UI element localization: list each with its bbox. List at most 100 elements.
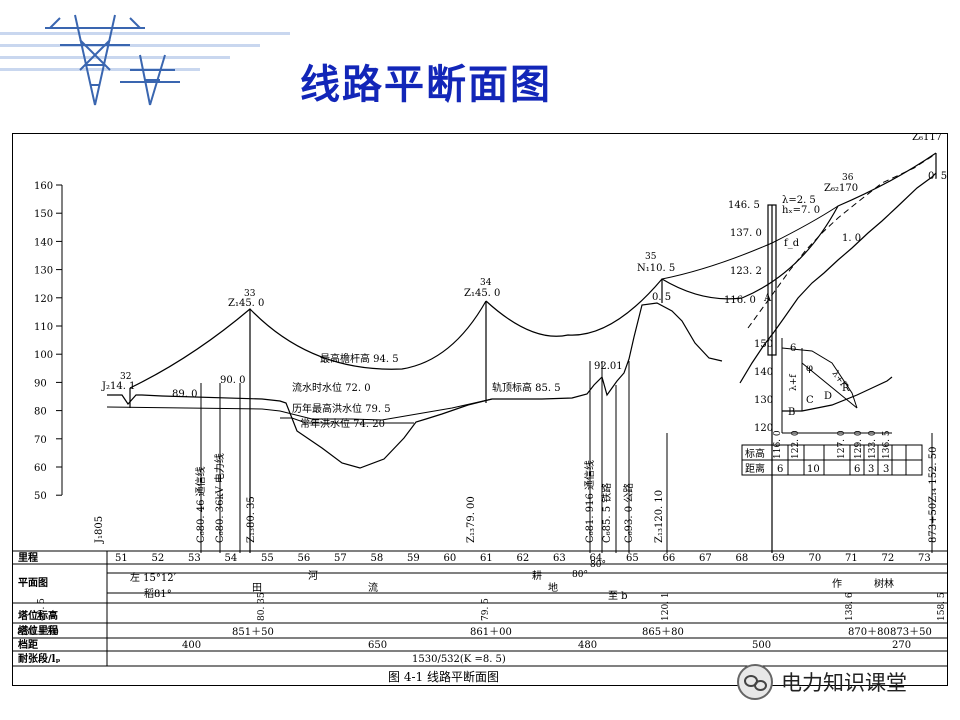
tower-elevation: 79. 5 (481, 598, 491, 621)
header-band (0, 0, 960, 120)
slide-title: 线路平断面图 (300, 62, 552, 108)
y-tick-label: 70 (34, 435, 47, 446)
detail-distance: 10 (807, 464, 820, 475)
y-tick-label: 130 (34, 266, 53, 277)
mileage-label: 67 (699, 553, 712, 564)
offset-05b-label: 0. 5 (928, 171, 947, 182)
y-tick-label: 50 (34, 491, 47, 502)
max-sag-label: 最高檐杆高 94. 5 (320, 352, 399, 365)
detail-6-label: 6 (790, 343, 796, 354)
tower-34-number: 34 (480, 278, 492, 288)
offset-10-label: 1. 0 (842, 233, 861, 244)
y-tick-label: 140 (34, 237, 53, 248)
y-tick-label: 150 (34, 209, 53, 220)
tower-33-number: 33 (244, 289, 256, 299)
mileage-label: 54 (225, 553, 238, 564)
figure-border (12, 133, 948, 686)
mileage-label: 53 (188, 553, 201, 564)
row-label: 塔位里程 (18, 624, 58, 637)
conductor-span-2 (485, 152, 937, 337)
crossing-label: C₆80. 36kV 电力线 (213, 453, 226, 543)
a-label: A (763, 293, 772, 304)
tower-mileage: 861＋00 (470, 627, 512, 638)
tower-34-name: Z₁45. 0 (464, 288, 500, 299)
y-tick-label: 90 (34, 378, 47, 389)
tower-36-number: 36 (842, 173, 854, 183)
crossing-label: C₆81. 916 通信线 (583, 460, 596, 543)
y-tick-label: 80 (34, 407, 47, 418)
tower-elevation: 158. 5 (937, 592, 947, 621)
mileage-label: 52 (152, 553, 165, 564)
crossing-label: C₆93. 0 公路 (622, 483, 635, 543)
elev-1160-label: 116. 0 (724, 295, 756, 306)
y-tick-label: 100 (34, 350, 53, 361)
plan-arable: 耕 (532, 569, 542, 582)
elev-890-label: 89. 0 (172, 389, 197, 400)
y-tick-label: 60 (34, 463, 47, 474)
offset-05a-label: 0. 5 (652, 292, 671, 303)
detail-elevation: 127. 0 (837, 430, 847, 459)
detail-r-label: R (842, 383, 850, 394)
detail-c-label: C (806, 395, 814, 406)
detail-dist-row-label: 距离 (745, 462, 765, 475)
level-9201-label: 92.01 (594, 361, 623, 372)
crossing-label: C₆85. 5 铁路 (600, 483, 613, 543)
row-label: 塔位标高 (18, 609, 58, 622)
plan-crop: 作 (832, 578, 842, 590)
plan-angle: 80° (572, 570, 588, 580)
tower-mileage: 870＋80 (848, 627, 890, 638)
mileage-label: 59 (407, 553, 420, 564)
lambda-label: λ=2. 5 (782, 195, 816, 206)
conductor-span-1 (129, 300, 487, 389)
detail-d-label: D (824, 391, 832, 402)
tower-36-body (767, 204, 777, 356)
detail-elevation: 129. 0 (854, 430, 864, 459)
detail-phi-label: φ (806, 363, 813, 374)
crossing-label: J₁805 (94, 516, 105, 544)
detail-lf-label-2: λ+f (789, 374, 799, 391)
tower-mileage: 850＋50 (17, 627, 59, 638)
mileage-label: 69 (772, 553, 785, 564)
y-tick-label: 110 (34, 322, 53, 333)
river-bank-line (106, 398, 493, 421)
span-length: 400 (182, 640, 201, 651)
plan-rice: 稻81° (144, 588, 172, 600)
elev-1465-label: 146. 5 (728, 200, 760, 211)
plan-left-angle: 左 15°12′ (130, 571, 177, 584)
detail-y-tick-label: 150 (754, 339, 773, 350)
mileage-label: 73 (918, 553, 931, 564)
span-length: 650 (368, 640, 387, 651)
tower-35-number: 35 (645, 252, 657, 262)
tower-mileage: 873＋50 (890, 627, 932, 638)
mileage-label: 64 (590, 553, 603, 564)
mileage-label: 72 (882, 553, 895, 564)
mileage-label: 63 (553, 553, 566, 564)
mileage-label: 71 (845, 553, 858, 564)
fd-label: f_d (784, 238, 800, 249)
span-length: 480 (578, 640, 597, 651)
hx-label: hₓ=7. 0 (782, 205, 820, 216)
span-length: 270 (892, 640, 911, 651)
detail-y-tick-label: 130 (754, 395, 773, 406)
detail-distance: 6 (777, 464, 783, 475)
detail-distance: 3 (868, 464, 874, 475)
y-tick-label: 120 (34, 294, 53, 305)
mileage-label: 60 (444, 553, 457, 564)
crossing-label: Z₁₃120. 10 (654, 490, 665, 543)
tower-32-name: J₂14. 1 (101, 381, 135, 392)
span-length: 500 (752, 640, 771, 651)
normal-flood-label: 常年洪水位 74. 20 (300, 417, 385, 430)
mileage-label: 51 (115, 553, 128, 564)
plan-land: 地 (548, 581, 558, 594)
detail-elevation: 136. 5 (882, 430, 892, 459)
mileage-label: 66 (663, 553, 676, 564)
plan-angle: 80° (590, 560, 606, 570)
detail-y-tick-label: 120 (754, 423, 773, 434)
row-label: 耐张段/lₚ (18, 652, 60, 665)
watermark: 电力知识课堂 (737, 662, 907, 702)
tower-elevation: 138. 6 (845, 592, 855, 621)
flood-line (280, 417, 414, 424)
detail-elev-row-label: 标高 (745, 447, 765, 460)
